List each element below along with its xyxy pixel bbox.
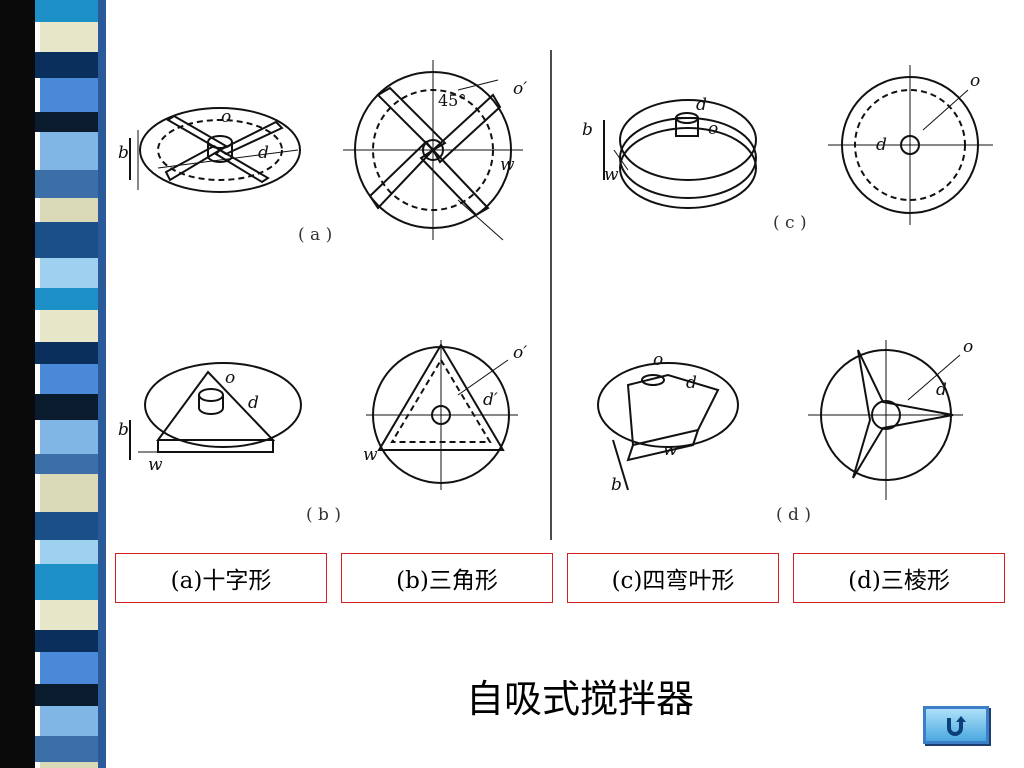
label-b-triangle: (b)三角形 [341,553,553,603]
label-o: o [708,119,718,139]
label-o-prime: o′ [513,79,527,99]
label-o-prime: o′ [513,343,527,363]
panel-a: o d b 45° o′ w ( a ) [118,60,527,245]
label-w: w [663,440,678,460]
panel-c: d o b w o d ( c ) [582,65,993,233]
stripe-block [40,22,98,52]
stripe-block [35,564,98,600]
stripe-block [35,112,98,132]
panel-d: o d b w o d ( d ) [597,337,973,525]
stripe-block [40,132,98,170]
stripe-block [35,0,98,22]
stripe-block [40,706,98,736]
label-d: d [936,380,947,400]
caption-a: ( a ) [298,225,332,245]
label-d: d [876,135,887,155]
label-a-cross: (a)十字形 [115,553,327,603]
label-d: d [248,393,259,413]
label-b-text: (b)三角形 [396,568,498,594]
u-turn-return-icon [947,716,966,736]
label-d: d [258,143,269,163]
stripe-block [35,52,98,78]
stripe-block [35,342,98,364]
label-d-text: (d)三棱形 [848,568,950,594]
stripe-block [35,454,98,474]
label-b: b [611,475,622,495]
return-button[interactable] [923,706,989,744]
stripe-block [40,652,98,684]
stripe-block [40,258,98,288]
stripe-block [40,198,98,222]
stripe-block [40,310,98,342]
label-d: d [696,95,707,115]
label-c-curved: (c)四弯叶形 [567,553,779,603]
stripe-block [40,762,98,768]
stripe-block [35,630,98,652]
decorative-stripe-band [0,0,106,768]
label-o: o [963,337,973,357]
label-b: b [118,143,129,163]
stripe-block [35,684,98,706]
impeller-diagram: o d b 45° o′ w ( a ) o d b w [118,50,993,540]
label-w: w [363,445,378,465]
label-a-text: (a)十字形 [170,568,272,594]
label-c-text: (c)四弯叶形 [611,568,735,594]
label-o: o [225,368,235,388]
stripe-block [35,736,98,762]
label-d-prime: d′ [483,390,498,410]
slide-title: 自吸式搅拌器 [465,677,694,721]
label-o: o [653,350,663,370]
caption-b: ( b ) [306,505,341,525]
label-w: w [500,155,515,175]
caption-c: ( c ) [773,213,807,233]
caption-d: ( d ) [776,505,811,525]
label-o: o [970,71,980,91]
stripe-block [35,288,98,310]
label-w: w [148,455,163,475]
stripe-block [35,394,98,420]
panel-b: o d b w o′ d′ w ( b ) [118,340,527,525]
label-d: d [686,373,697,393]
label-b: b [118,420,129,440]
label-o: o [221,107,231,127]
label-angle: 45° [438,91,466,110]
stripe-block [40,600,98,630]
label-b: b [582,120,593,140]
stripe-block [35,222,98,258]
label-w: w [604,165,619,185]
stripe-block [40,364,98,394]
stripe-block [40,474,98,512]
stripe-block [40,420,98,454]
stripe-block [40,540,98,564]
label-d-triedge: (d)三棱形 [793,553,1005,603]
stripe-block [40,78,98,112]
stripe-block [35,512,98,540]
stripe-block [35,170,98,198]
